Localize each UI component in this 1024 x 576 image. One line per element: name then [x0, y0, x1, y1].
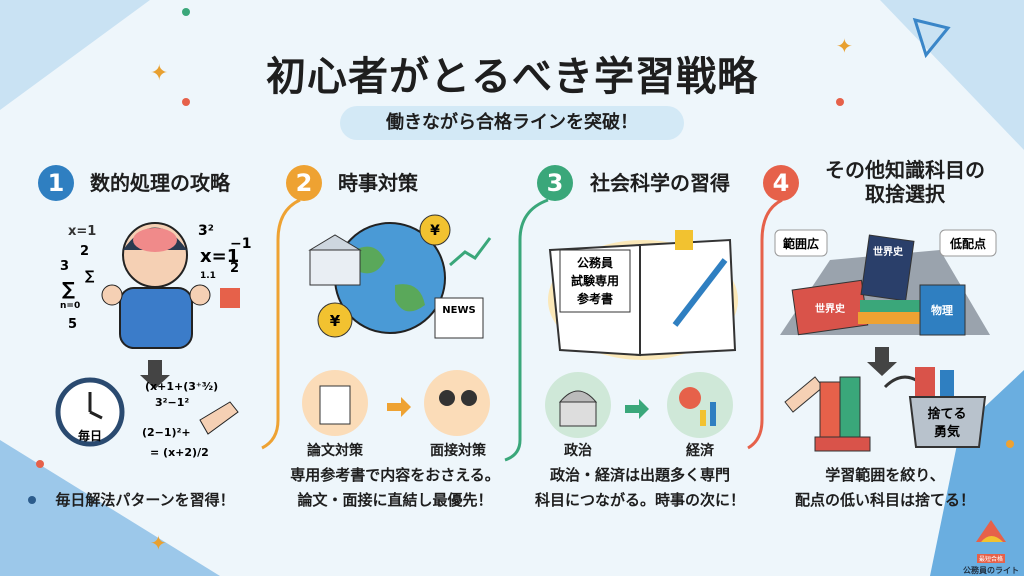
brand-logo: 最短合格 公務員のライト [958, 520, 1024, 576]
svg-text:= (x+2)/2: = (x+2)/2 [150, 446, 209, 459]
svg-text:世界史: 世界史 [873, 245, 904, 258]
svg-text:世界史: 世界史 [815, 302, 846, 315]
section-2-heading: 時事対策 [338, 171, 418, 195]
math-symbol: x=1 [200, 246, 239, 267]
reference-book-illustration: 公務員 試験専用 参考書 [548, 230, 738, 360]
subtitle-pill: 働きながら合格ラインを突破！ [340, 106, 684, 140]
svg-text:✦: ✦ [836, 34, 853, 58]
svg-text:捨てる: 捨てる [927, 406, 966, 422]
math-symbol: 2 [80, 244, 89, 259]
math-symbol: 5 [68, 317, 77, 332]
essay-interview-icons [302, 370, 490, 436]
section-4-description: 学習範囲を絞り、配点の低い科目は捨てる！ [794, 466, 975, 509]
svg-text:✦: ✦ [150, 531, 167, 555]
section-4-number: 4 [763, 165, 799, 201]
math-symbol: ∑ [62, 279, 75, 300]
svg-text:NEWS: NEWS [442, 305, 475, 316]
svg-text:✦: ✦ [150, 61, 168, 86]
clock-label: 毎日 [78, 428, 102, 443]
essay-label: 論文対策 [307, 443, 363, 459]
svg-text:勇気: 勇気 [934, 424, 960, 440]
politics-economy-icons [545, 372, 733, 438]
economy-label: 経済 [686, 443, 714, 459]
math-symbol: −1 [230, 236, 251, 252]
current-affairs-illustration: ¥ ¥ NEWS [308, 214, 492, 339]
svg-text:¥: ¥ [430, 223, 440, 239]
svg-text:低配点: 低配点 [949, 236, 986, 251]
math-symbol: 2 [230, 261, 239, 276]
section-1-description: 毎日解法パターンを習得！ [55, 491, 235, 509]
svg-text:(x+1+(3⁺³⁄₂): (x+1+(3⁺³⁄₂) [145, 380, 218, 393]
section-3-description: 政治・経済は出題多く専門科目につながる。時事の次に！ [534, 466, 745, 509]
section-1-heading: 数的処理の攻略 [90, 171, 230, 195]
section-1-number: 1 [38, 165, 74, 201]
svg-text:¥: ¥ [330, 312, 341, 330]
page-title: 初心者がとるべき学習戦略 [266, 54, 758, 100]
math-symbol: x=1 [68, 224, 96, 239]
section-4-heading: その他知識科目の取捨選択 [825, 158, 985, 206]
svg-text:(2−1)²+: (2−1)²+ [142, 426, 191, 439]
math-symbol: ∑ [85, 269, 95, 284]
discard-books-illustration: 捨てる 勇気 [784, 347, 987, 452]
svg-text:範囲広: 範囲広 [783, 236, 819, 251]
section-3-heading: 社会科学の習得 [590, 171, 730, 195]
math-symbol: n=0 [60, 301, 80, 311]
logo-mark-icon [976, 520, 1006, 542]
svg-text:参考書: 参考書 [577, 291, 613, 306]
svg-text:試験専用: 試験専用 [571, 273, 619, 288]
section-3-number: 3 [537, 165, 573, 201]
svg-text:公務員: 公務員 [577, 255, 613, 270]
interview-label: 面接対策 [430, 443, 486, 459]
politics-label: 政治 [564, 443, 592, 459]
section-2-number: 2 [286, 165, 322, 201]
math-symbol: 3 [60, 259, 69, 274]
math-symbol: 1.1 [200, 271, 216, 281]
svg-text:物理: 物理 [931, 303, 953, 317]
math-symbol: 3² [198, 223, 214, 239]
book-pile-illustration: 世界史 世界史 物理 範囲広 低配点 [774, 229, 997, 336]
section-2-description: 専用参考書で内容をおさえる。論文・面接に直結し最優先！ [290, 466, 500, 509]
svg-text:3²−1²: 3²−1² [155, 396, 189, 409]
